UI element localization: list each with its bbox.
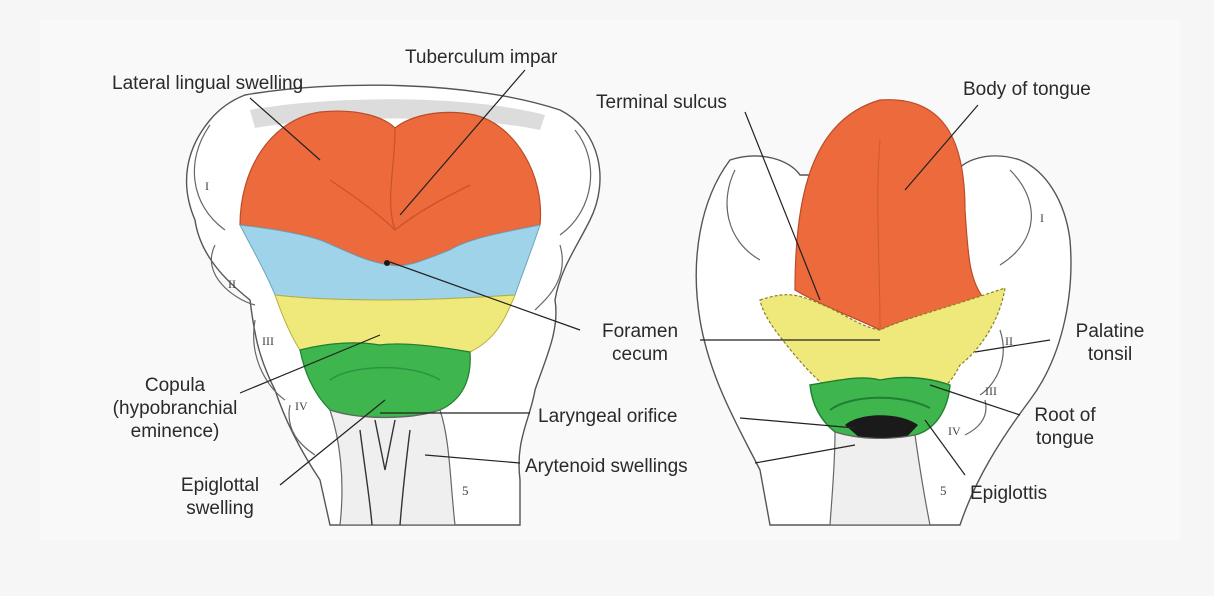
label-foramen-cecum-line2: cecum <box>585 343 695 366</box>
label-lateral-lingual-swelling: Lateral lingual swelling <box>112 72 303 95</box>
label-root-of-tongue-line2: tongue <box>1015 427 1115 450</box>
label-epiglottal-swelling: Epiglottal swelling <box>155 474 285 520</box>
label-laryngeal-orifice: Laryngeal orifice <box>538 405 677 428</box>
label-palatine-tonsil-line2: tonsil <box>1055 343 1165 366</box>
label-copula: Copula (hypobranchial eminence) <box>100 374 250 443</box>
label-foramen-cecum-line1: Foramen <box>585 320 695 343</box>
left-arch-numeral-4: IV <box>295 399 308 413</box>
label-tuberculum-impar: Tuberculum impar <box>405 46 557 69</box>
left-foramen-cecum-dot <box>384 260 390 266</box>
right-arch-numeral-1: I <box>1040 211 1044 225</box>
label-foramen-cecum: Foramen cecum <box>585 320 695 366</box>
label-palatine-tonsil-line1: Palatine <box>1055 320 1165 343</box>
label-epiglottis: Epiglottis <box>970 482 1047 505</box>
right-arch-numeral-4: IV <box>948 424 961 438</box>
label-root-of-tongue-line1: Root of <box>1015 404 1115 427</box>
label-epiglottal-swelling-line1: Epiglottal <box>155 474 285 497</box>
left-laryngeal-region <box>330 410 455 525</box>
label-root-of-tongue: Root of tongue <box>1015 404 1115 450</box>
right-arch-numeral-3: III <box>985 384 997 398</box>
label-palatine-tonsil: Palatine tonsil <box>1055 320 1165 366</box>
left-arch-numeral-5: 5 <box>462 483 469 498</box>
label-terminal-sulcus: Terminal sulcus <box>596 91 727 114</box>
label-epiglottal-swelling-line2: swelling <box>155 497 285 520</box>
left-arch-numeral-3: III <box>262 334 274 348</box>
label-copula-line3: eminence) <box>100 420 250 443</box>
label-body-of-tongue: Body of tongue <box>963 78 1091 101</box>
label-copula-line2: (hypobranchial <box>100 397 250 420</box>
label-arytenoid-swellings: Arytenoid swellings <box>525 455 688 478</box>
left-arch-numeral-2: II <box>228 277 236 291</box>
right-laryngeal-region <box>830 432 930 525</box>
left-arch-numeral-1: I <box>205 179 209 193</box>
right-arch-numeral-5: 5 <box>940 483 947 498</box>
label-copula-line1: Copula <box>100 374 250 397</box>
